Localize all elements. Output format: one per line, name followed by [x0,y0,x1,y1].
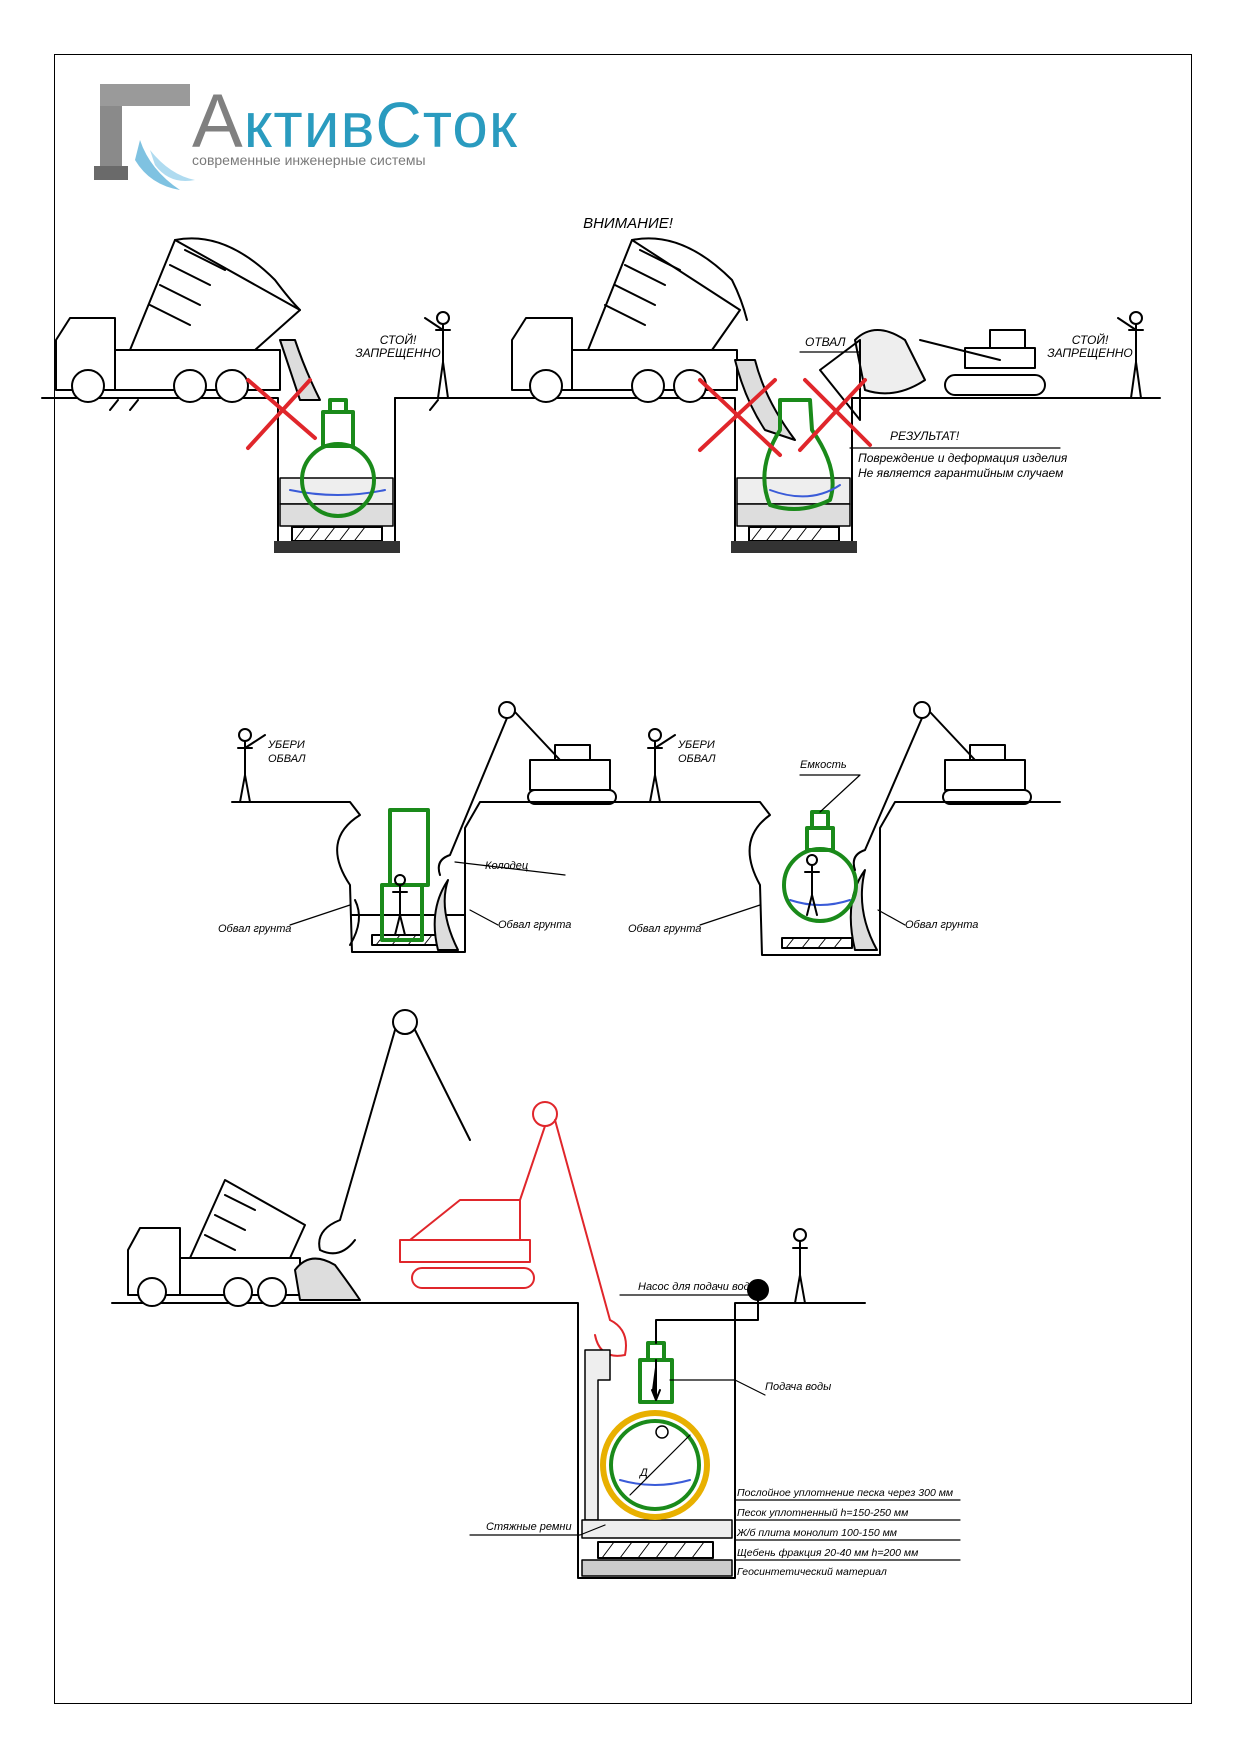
right-excavator [852,701,1032,871]
left-stop-line1: СТОЙ! [380,331,417,347]
right-signal-worker [647,728,676,803]
result-line1: Повреждение и деформация изделия [858,451,1068,465]
pump-label: Насос для подачи воды. [638,1281,761,1293]
logo-subtitle: современные инженерные системы [192,152,426,168]
obval-leader-1 [289,904,351,926]
layer-label-3: Ж/б плита монолит 100-150 мм [736,1527,897,1539]
layer-label-1: Послойное уплотнение песка через 300 мм [737,1487,953,1499]
left-command-line2: ОБВАЛ [268,753,306,765]
emkost-leader [799,774,861,813]
pipe-logo-icon [94,84,195,190]
straps-leader [469,1524,606,1536]
obval-leader-3 [699,904,761,926]
right-command-line2: ОБВАЛ [678,753,716,765]
trench-3 [581,1341,733,1577]
ground-3 [111,1302,866,1579]
left-trench [246,378,400,553]
left-pit-worker [392,874,408,936]
obval-label-4: Обвал грунта [905,919,978,931]
obval-label-1: Обвал грунта [218,923,291,935]
right-tank-water [789,899,851,906]
left-worker [424,311,451,399]
section-correct-install: Насос для подачи воды. Подача воды Д Стя… [111,1009,961,1579]
right-ground [499,397,1161,553]
logo-title: АктивСток [192,79,518,164]
result-title: РЕЗУЛЬТАТ! [890,429,960,443]
company-logo: АктивСток современные инженерные системы [80,70,517,210]
left-ground [41,397,521,553]
obval-label-2: Обвал грунта [498,919,571,931]
section-warning: ВНИМАНИЕ! [41,215,1161,553]
diameter-mark: Д [638,1467,648,1479]
left-signal-worker [237,728,266,803]
straps-label: Стяжные ремни [486,1521,572,1533]
water-supply-leader [669,1379,766,1396]
right-pit-worker [804,854,820,916]
left-dump-truck [55,237,321,403]
obval-leader-4 [877,909,906,926]
left-command-line1: УБЕРИ [267,739,305,751]
drawing-sheet-frame [54,54,1192,1704]
layer-label-2: Песок уплотненный h=150-250 мм [737,1507,908,1519]
bulldozer [819,329,1046,421]
right-worker [1117,311,1144,399]
kolodets-leader [454,861,566,876]
result-line2: Не является гарантийным случаем [858,466,1063,480]
otval-label: ОТВАЛ [805,335,846,349]
excavator-black-arm [318,1009,471,1255]
right-pit [639,801,1061,956]
obval-leader-2 [469,909,499,926]
worker-3 [792,1228,808,1304]
warning-heading: ВНИМАНИЕ! [583,215,674,232]
left-stop-line2: ЗАПРЕЩЕННО [355,346,441,360]
left-excavator [437,701,617,876]
obval-label-3: Обвал грунта [628,923,701,935]
right-dump-truck [511,237,796,441]
layer-label-5: Геосинтетический материал [737,1566,887,1578]
emkost-label: Емкость [800,759,847,771]
right-stop-line1: СТОЙ! [1072,331,1109,347]
right-trench [698,378,872,553]
layer-callouts: Послойное уплотнение песка через 300 мм … [734,1487,961,1578]
section-collapse: УБЕРИ ОБВАЛ Колодец Обвал грунта Обвал г… [218,701,1061,956]
right-tank [782,810,858,923]
right-command-line1: УБЕРИ [677,739,715,751]
layer-label-4: Щебень фракция 20-40 мм h=200 мм [737,1547,918,1559]
left-pit [231,801,681,953]
right-stop-line2: ЗАПРЕЩЕННО [1047,346,1133,360]
left-well [380,808,430,942]
dump-truck-3 [127,1179,361,1307]
water-supply-label: Подача воды [765,1381,831,1393]
excavator-red [399,1101,627,1357]
